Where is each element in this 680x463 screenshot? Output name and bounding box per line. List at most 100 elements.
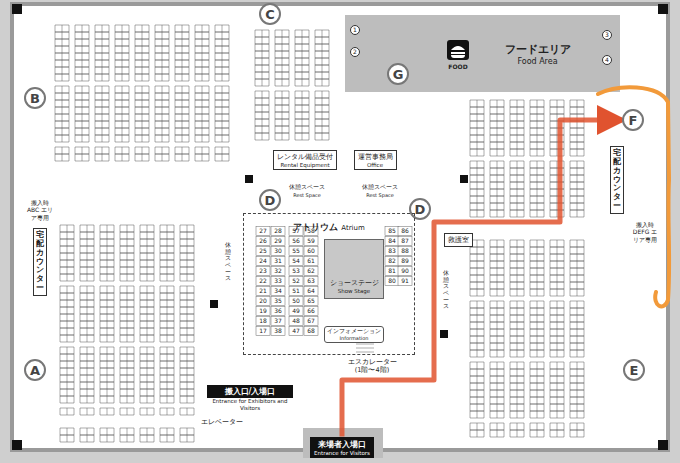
- area-letter: A: [24, 359, 46, 381]
- booth-number: 24: [259, 258, 267, 264]
- booth-number: 88: [401, 248, 409, 254]
- booth-cell: [385, 257, 399, 266]
- callout-number: 4: [602, 55, 612, 65]
- area-subname: Rental Equipment: [277, 162, 333, 168]
- booth-number: 23: [259, 268, 267, 274]
- area-letter: F: [622, 109, 644, 131]
- food-area: フードエリアFood Area: [345, 15, 620, 92]
- booth-cell: [385, 277, 399, 286]
- booth-number: 27: [259, 228, 267, 234]
- booth-number: 55: [292, 248, 300, 254]
- booth-cell: [289, 327, 303, 336]
- booth-cell: [385, 247, 399, 256]
- booth-cell: [256, 277, 270, 286]
- booth-cell: [304, 267, 318, 276]
- booth-cell: [271, 297, 285, 306]
- booth-cell: [385, 227, 399, 236]
- rest-space: 休憩スペースRest Space: [288, 182, 326, 199]
- booth-cell: [271, 317, 285, 326]
- booth-number: 81: [388, 268, 396, 274]
- booth-cell: [256, 327, 270, 336]
- booth-number: 64: [307, 288, 315, 294]
- booth-cell: [304, 257, 318, 266]
- rest-space: 休憩スペース: [224, 241, 232, 283]
- area-name: C: [265, 7, 275, 22]
- booth-grid: [55, 25, 584, 442]
- booth-cell: [271, 287, 285, 296]
- pillars: [12, 4, 668, 450]
- area-name: 搬入時 DEFG エリア専用: [631, 221, 659, 243]
- booth-cells: [55, 25, 584, 442]
- booth-number: 63: [307, 278, 315, 284]
- booth-number: 62: [307, 268, 315, 274]
- delivery-counter: 宅配カウンター: [33, 228, 47, 296]
- booth-cell: [398, 227, 412, 236]
- booth-cell: [289, 267, 303, 276]
- information-desk: インフォメーションInformation: [324, 326, 384, 343]
- booth-cell: [256, 247, 270, 256]
- booth-cell: [271, 267, 285, 276]
- area-subname: Information: [327, 335, 381, 341]
- area-name: 救護室: [448, 235, 469, 245]
- booth-number: 87: [401, 238, 409, 244]
- booth-cell: [256, 227, 270, 236]
- area-subname: Entrance for Exhibitors and Visitors: [207, 398, 293, 411]
- booth-cell: [304, 327, 318, 336]
- booth-cell: [289, 257, 303, 266]
- atrium-area: アトリウムAtriumショーステージShow StageインフォメーションInf…: [243, 213, 415, 355]
- booth-number: 84: [388, 238, 396, 244]
- area-name: 来場者入場口: [314, 439, 370, 450]
- booth-number: 85: [388, 228, 396, 234]
- area-name: 宅配カウンター: [36, 231, 44, 293]
- area-letter: D: [409, 198, 431, 220]
- booth-number: 66: [307, 308, 315, 314]
- first-aid-room: 救護室: [444, 233, 473, 247]
- booth-number: 54: [292, 258, 300, 264]
- booth-cell: [289, 247, 303, 256]
- booth-cell: [398, 267, 412, 276]
- booth-cell: [398, 237, 412, 246]
- booth-number: 49: [292, 308, 300, 314]
- area-name: A: [30, 363, 40, 378]
- booth-cell: [289, 297, 303, 306]
- loading-note: 搬入時 ABC エリア専用: [25, 198, 55, 222]
- booth-number: 56: [292, 238, 300, 244]
- booth-number: 58: [307, 228, 315, 234]
- booth-number: 90: [401, 268, 409, 274]
- booth-number: 52: [292, 278, 300, 284]
- area-name: 宅配カウンター: [613, 149, 621, 211]
- delivery-counter: 宅配カウンター: [610, 146, 624, 214]
- visitor-entrance: 来場者入場口Entrance for Visitors: [310, 437, 374, 458]
- booth-cell: [289, 287, 303, 296]
- booth-cell: [256, 317, 270, 326]
- booth-cell: [256, 297, 270, 306]
- booth-cell: [304, 317, 318, 326]
- booth-cell: [304, 247, 318, 256]
- booth-cell: [289, 277, 303, 286]
- area-subname: Show Stage: [325, 288, 383, 294]
- booth-cell: [304, 287, 318, 296]
- area-subname: Office: [358, 162, 393, 168]
- booth-number: 67: [307, 318, 315, 324]
- area-name: 休憩スペース: [443, 270, 449, 310]
- area-name: D: [415, 202, 426, 217]
- booth-number: 68: [307, 328, 315, 334]
- booth-number: 65: [307, 298, 315, 304]
- booth-number: 19: [259, 308, 267, 314]
- icon-caption: FOOD: [448, 64, 467, 70]
- area-name: 運営事務局: [358, 152, 393, 162]
- booth-number: 33: [274, 278, 282, 284]
- booth-number: 86: [401, 228, 409, 234]
- area-subname: Rest Space: [362, 192, 398, 198]
- booth-number: 30: [274, 248, 282, 254]
- area-name: レンタル備品受付: [277, 152, 333, 162]
- booth-number: 21: [259, 288, 267, 294]
- booth-number: 82: [388, 258, 396, 264]
- area-name: G: [393, 67, 404, 82]
- area-subname: Entrance for Visitors: [314, 450, 370, 456]
- area-name: 搬入時 ABC エリア専用: [26, 199, 54, 221]
- food-area-ground: [345, 15, 620, 92]
- booth-cell: [385, 237, 399, 246]
- booth-cell: [256, 287, 270, 296]
